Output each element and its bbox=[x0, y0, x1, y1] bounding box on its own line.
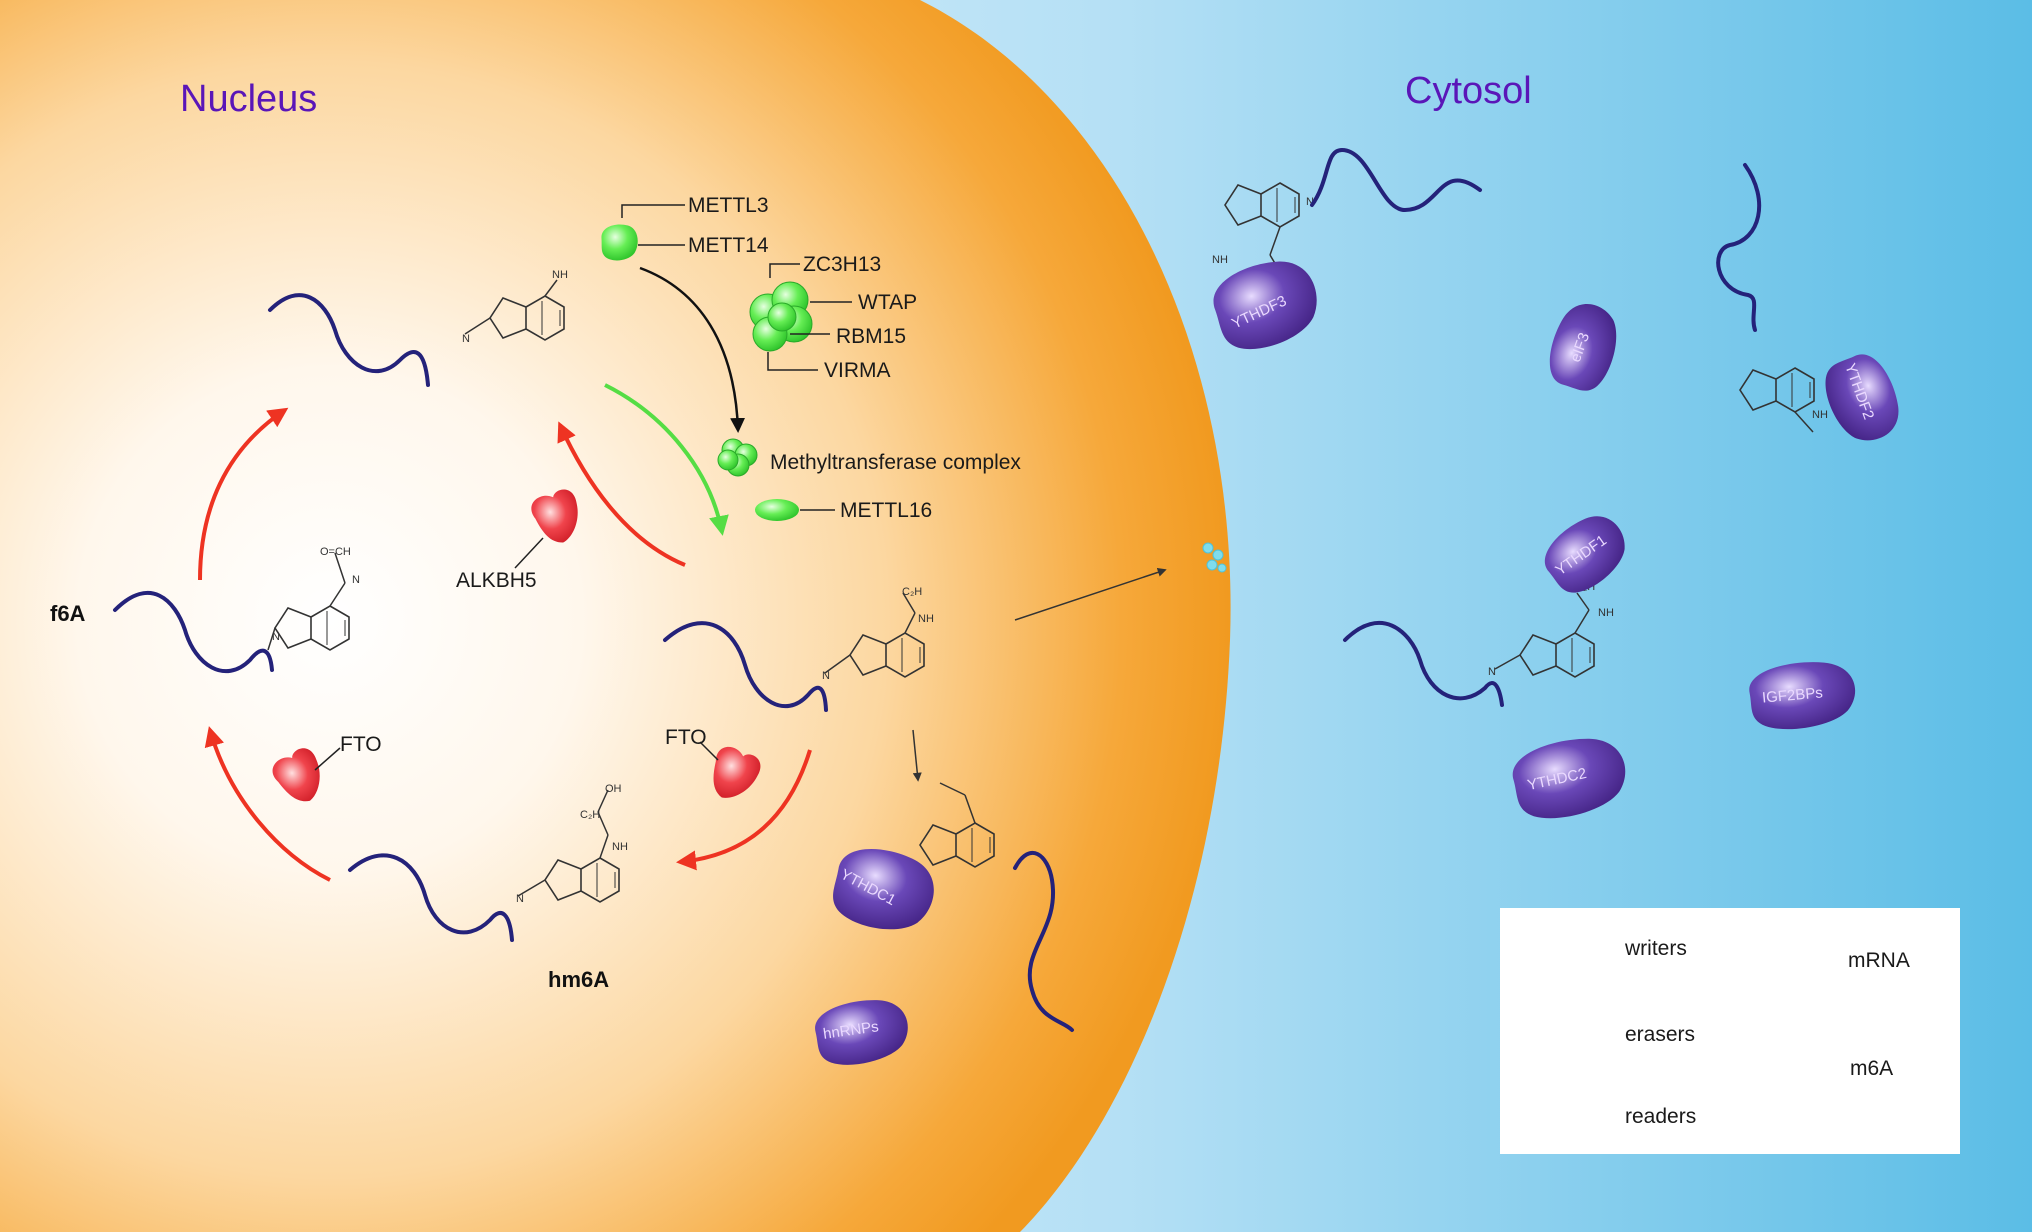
writer-methyltransferase-complex bbox=[717, 438, 758, 477]
mrna-strand bbox=[348, 853, 514, 942]
svg-text:NH: NH bbox=[552, 269, 568, 281]
nucleus-region bbox=[0, 0, 1231, 1232]
svg-text:N: N bbox=[272, 631, 280, 643]
mrna-strand bbox=[1343, 620, 1504, 707]
svg-text:N: N bbox=[462, 333, 470, 345]
writer-mettl16 bbox=[755, 499, 799, 521]
nuclear-pore-icon bbox=[1202, 542, 1227, 573]
mrna-strand bbox=[663, 621, 828, 712]
svg-text:C₂H: C₂H bbox=[580, 809, 600, 821]
arrow-methylation bbox=[604, 383, 729, 536]
cytosol-title: Cytosol bbox=[1405, 70, 1532, 112]
legend-erasers-label: erasers bbox=[1625, 1023, 1696, 1046]
ythdc1-label: YTHDC1 bbox=[837, 865, 899, 910]
writer-mettl3-mett14 bbox=[601, 224, 638, 261]
mrna-strand bbox=[268, 293, 430, 387]
fto-left-label: FTO bbox=[340, 733, 382, 756]
adenine-molecule bbox=[1739, 367, 1815, 433]
rbm15-label: RBM15 bbox=[836, 325, 907, 348]
hm6a-label: hm6A bbox=[548, 967, 610, 992]
svg-text:NH: NH bbox=[1598, 607, 1614, 619]
arrow-oxidation bbox=[204, 726, 331, 882]
svg-text:N: N bbox=[516, 893, 524, 905]
legend-writers-label: writers bbox=[1625, 937, 1687, 960]
legend-box bbox=[1500, 908, 1960, 1154]
ythdf3-label: YTHDF3 bbox=[1229, 292, 1290, 333]
wtap-label: WTAP bbox=[858, 291, 918, 314]
svg-text:N: N bbox=[822, 670, 830, 682]
ythdc2-label: YTHDC2 bbox=[1525, 764, 1589, 795]
arrow-to-reader bbox=[912, 729, 922, 782]
svg-text:NH: NH bbox=[612, 841, 628, 853]
mrna-strand bbox=[1716, 163, 1762, 332]
adenine-molecule bbox=[464, 279, 565, 341]
eif3-label: eIF3 bbox=[1566, 330, 1594, 365]
mrna-strand bbox=[113, 590, 274, 674]
arrow-demethylation bbox=[198, 407, 289, 581]
mettl3-label: METTL3 bbox=[688, 194, 769, 217]
fto-right-label: FTO bbox=[665, 726, 707, 749]
svg-text:N: N bbox=[1488, 666, 1496, 678]
mrna-strand bbox=[1013, 851, 1074, 1032]
ythdf1-label: YTHDF1 bbox=[1552, 531, 1610, 580]
virma-label: VIRMA bbox=[824, 359, 891, 382]
adenine-molecule bbox=[919, 782, 995, 868]
svg-text:NH: NH bbox=[918, 613, 934, 625]
svg-text:NH: NH bbox=[1812, 409, 1828, 421]
mettl16-label: METTL16 bbox=[840, 499, 933, 522]
adenine-molecule bbox=[824, 592, 925, 678]
igf2bps-label: IGF2BPs bbox=[1761, 684, 1824, 707]
svg-text:N: N bbox=[352, 574, 360, 586]
legend-m6a-label: m6A bbox=[1850, 1057, 1894, 1080]
adenine-molecule bbox=[1494, 592, 1595, 678]
mett14-label: METT14 bbox=[688, 234, 769, 257]
svg-text:OH: OH bbox=[605, 783, 622, 795]
f6a-label: f6A bbox=[50, 601, 86, 626]
svg-text:N: N bbox=[1306, 196, 1314, 208]
arrow-export bbox=[1014, 568, 1167, 621]
svg-text:C₂H: C₂H bbox=[902, 586, 922, 598]
mrna-strand bbox=[1310, 147, 1482, 213]
hnrnps-label: hnRNPs bbox=[822, 1018, 880, 1043]
arrow-complex-assembly bbox=[639, 266, 746, 433]
ythdf2-label: YTHDF2 bbox=[1841, 361, 1878, 422]
arrow-demethylation bbox=[557, 421, 686, 567]
nucleus-title: Nucleus bbox=[180, 78, 318, 120]
legend-mrna-label: mRNA bbox=[1848, 949, 1910, 972]
methyltransferase-complex-label: Methyltransferase complex bbox=[770, 451, 1021, 474]
adenine-molecule bbox=[267, 552, 350, 651]
zc3h13-label: ZC3H13 bbox=[803, 253, 882, 276]
writer-wtap-cluster bbox=[749, 281, 813, 352]
legend-readers-label: readers bbox=[1625, 1105, 1697, 1128]
adenine-molecule bbox=[517, 789, 620, 903]
arrow-oxidation bbox=[676, 749, 812, 871]
alkbh5-label: ALKBH5 bbox=[456, 569, 537, 592]
svg-text:O=CH: O=CH bbox=[320, 546, 351, 558]
svg-text:NH: NH bbox=[1212, 254, 1228, 266]
